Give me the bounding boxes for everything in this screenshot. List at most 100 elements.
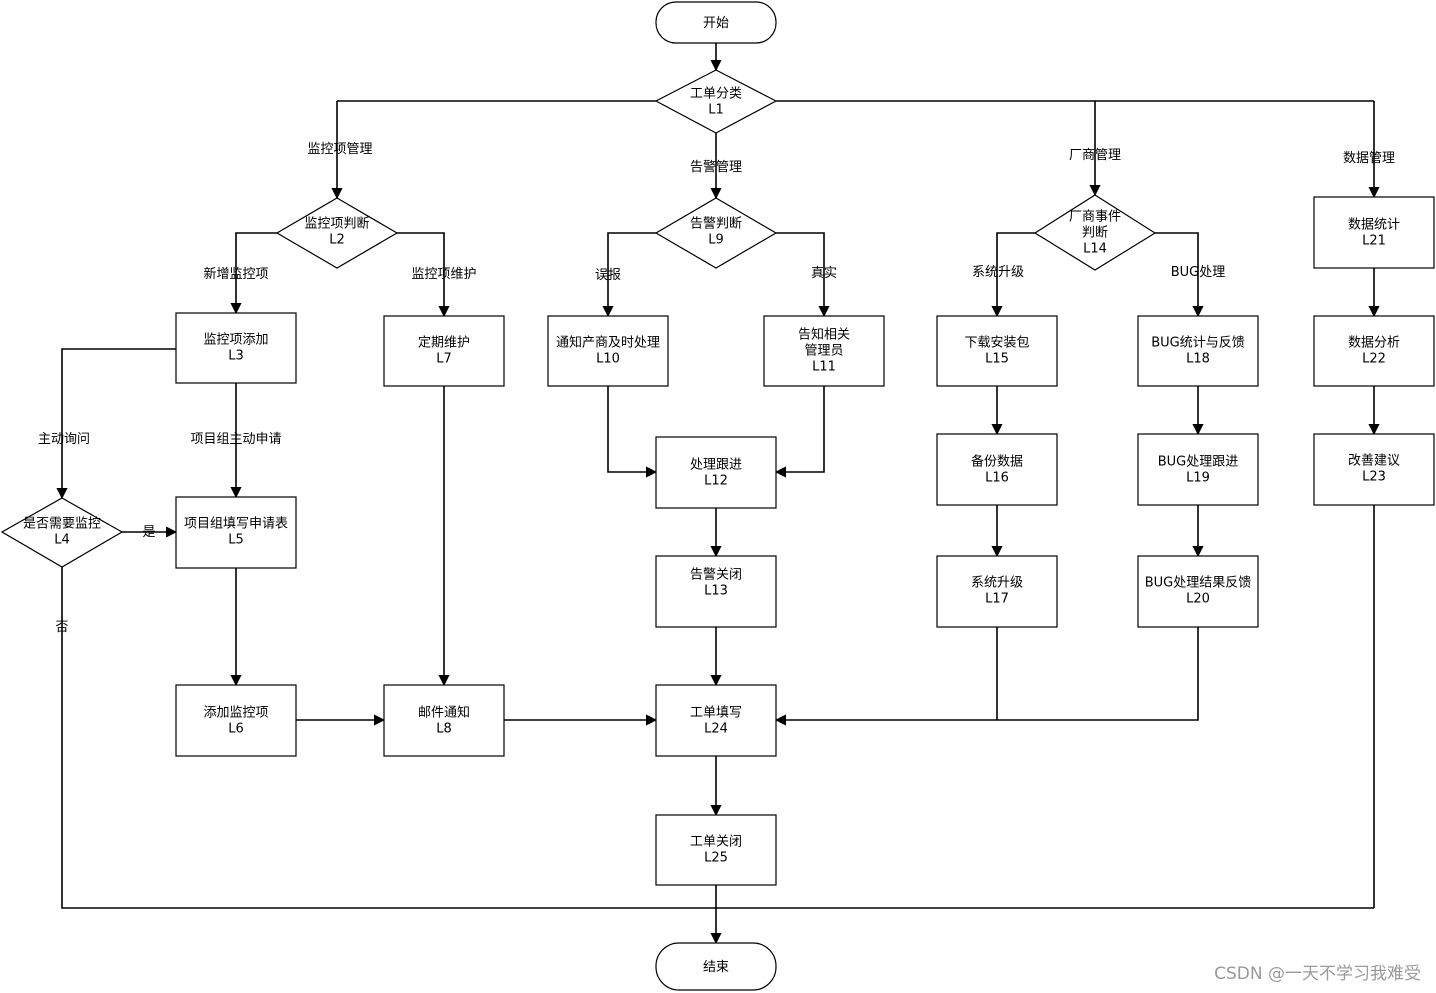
node-l23-line-2: L23 [1362, 470, 1386, 485]
edge-l10-l12 [607, 386, 658, 478]
node-l11-line-2: 管理员 [804, 344, 843, 359]
edge-labels: 监控项管理 告警管理 厂商管理 数据管理 新增监控项 监控项维护 误报 真实 系… [38, 142, 1395, 635]
node-start-line-1: 开始 [703, 16, 729, 31]
label-monitor-maint: 监控项维护 [411, 267, 476, 282]
node-l18-line-2: L18 [1186, 352, 1210, 367]
node-l18-line-1: BUG统计与反馈 [1151, 336, 1245, 351]
node-l4-line-1: 是否需要监控 [23, 517, 101, 532]
edge-l4-no [61, 567, 1374, 909]
label-sys-upgrade: 系统升级 [972, 265, 1024, 280]
node-l19-line-2: L19 [1186, 471, 1210, 486]
edge-l20-l24 [774, 627, 1199, 726]
label-active-inquiry: 主动询问 [38, 432, 90, 447]
node-l12-line-2: L12 [704, 474, 728, 489]
node-l2-line-1: 监控项判断 [304, 217, 369, 232]
node-l15-line-1: 下载安装包 [964, 336, 1029, 351]
node-l14-line-2: 判断 [1082, 226, 1108, 241]
node-l17-line-1: 系统升级 [971, 576, 1023, 591]
edge-l9-l11 [776, 232, 830, 318]
node-l16-line-2: L16 [985, 471, 1009, 486]
edge-l11-l12 [774, 386, 825, 478]
node-l25-line-1: 工单关闭 [690, 835, 742, 850]
node-l24-line-1: 工单填写 [690, 706, 742, 721]
edges [56, 43, 1380, 945]
node-l19-line-1: BUG处理跟进 [1158, 455, 1239, 470]
node-l20-line-1: BUG处理结果反馈 [1145, 576, 1252, 591]
edge-l14-l15 [991, 232, 1035, 318]
edge-l2-l3 [230, 232, 277, 315]
node-l21-line-1: 数据统计 [1348, 218, 1400, 233]
label-bug-handle: BUG处理 [1171, 265, 1226, 280]
node-l25-line-2: L25 [704, 851, 728, 866]
node-l9-line-1: 告警判断 [690, 216, 742, 232]
node-l17-line-2: L17 [985, 592, 1009, 607]
node-l11-line-1: 告知相关 [798, 327, 850, 343]
label-data-mgmt: 数据管理 [1343, 151, 1395, 166]
node-l3-line-2: L3 [228, 349, 244, 364]
node-l11-line-3: L11 [812, 360, 836, 375]
edge-l9-l10 [602, 232, 656, 318]
node-l8-line-1: 邮件通知 [418, 705, 470, 721]
node-end-text: 结束 [703, 960, 729, 975]
node-l14-line-1: 厂商事件 [1069, 210, 1121, 225]
node-end-line-1: 结束 [703, 960, 729, 975]
node-l13-line-1: 告警关闭 [690, 567, 742, 583]
label-team-apply: 项目组主动申请 [190, 432, 281, 447]
node-l5-line-1: 项目组填写申请表 [184, 517, 288, 532]
node-l3-line-1: 监控项添加 [203, 333, 268, 348]
node-l16-line-1: 备份数据 [971, 454, 1023, 470]
label-no: 否 [55, 620, 68, 635]
node-l13-line-2: L13 [704, 584, 728, 599]
label-vendor-mgmt: 厂商管理 [1069, 148, 1121, 163]
node-end: 结束 [655, 942, 777, 991]
node-l6-line-1: 添加监控项 [203, 706, 268, 721]
watermark: CSDN @一天不学习我难受 [1214, 964, 1421, 984]
node-l1-line-2: L1 [708, 103, 724, 118]
node-l10-line-2: L10 [596, 352, 620, 367]
node-l10-line-1: 通知产商及时处理 [556, 335, 660, 351]
node-l7-line-1: 定期维护 [418, 336, 470, 351]
node-l20-line-2: L20 [1186, 592, 1210, 607]
node-l9-line-2: L9 [708, 233, 724, 248]
label-monitor-mgmt: 监控项管理 [307, 142, 372, 157]
node-l24-line-2: L24 [704, 722, 728, 737]
